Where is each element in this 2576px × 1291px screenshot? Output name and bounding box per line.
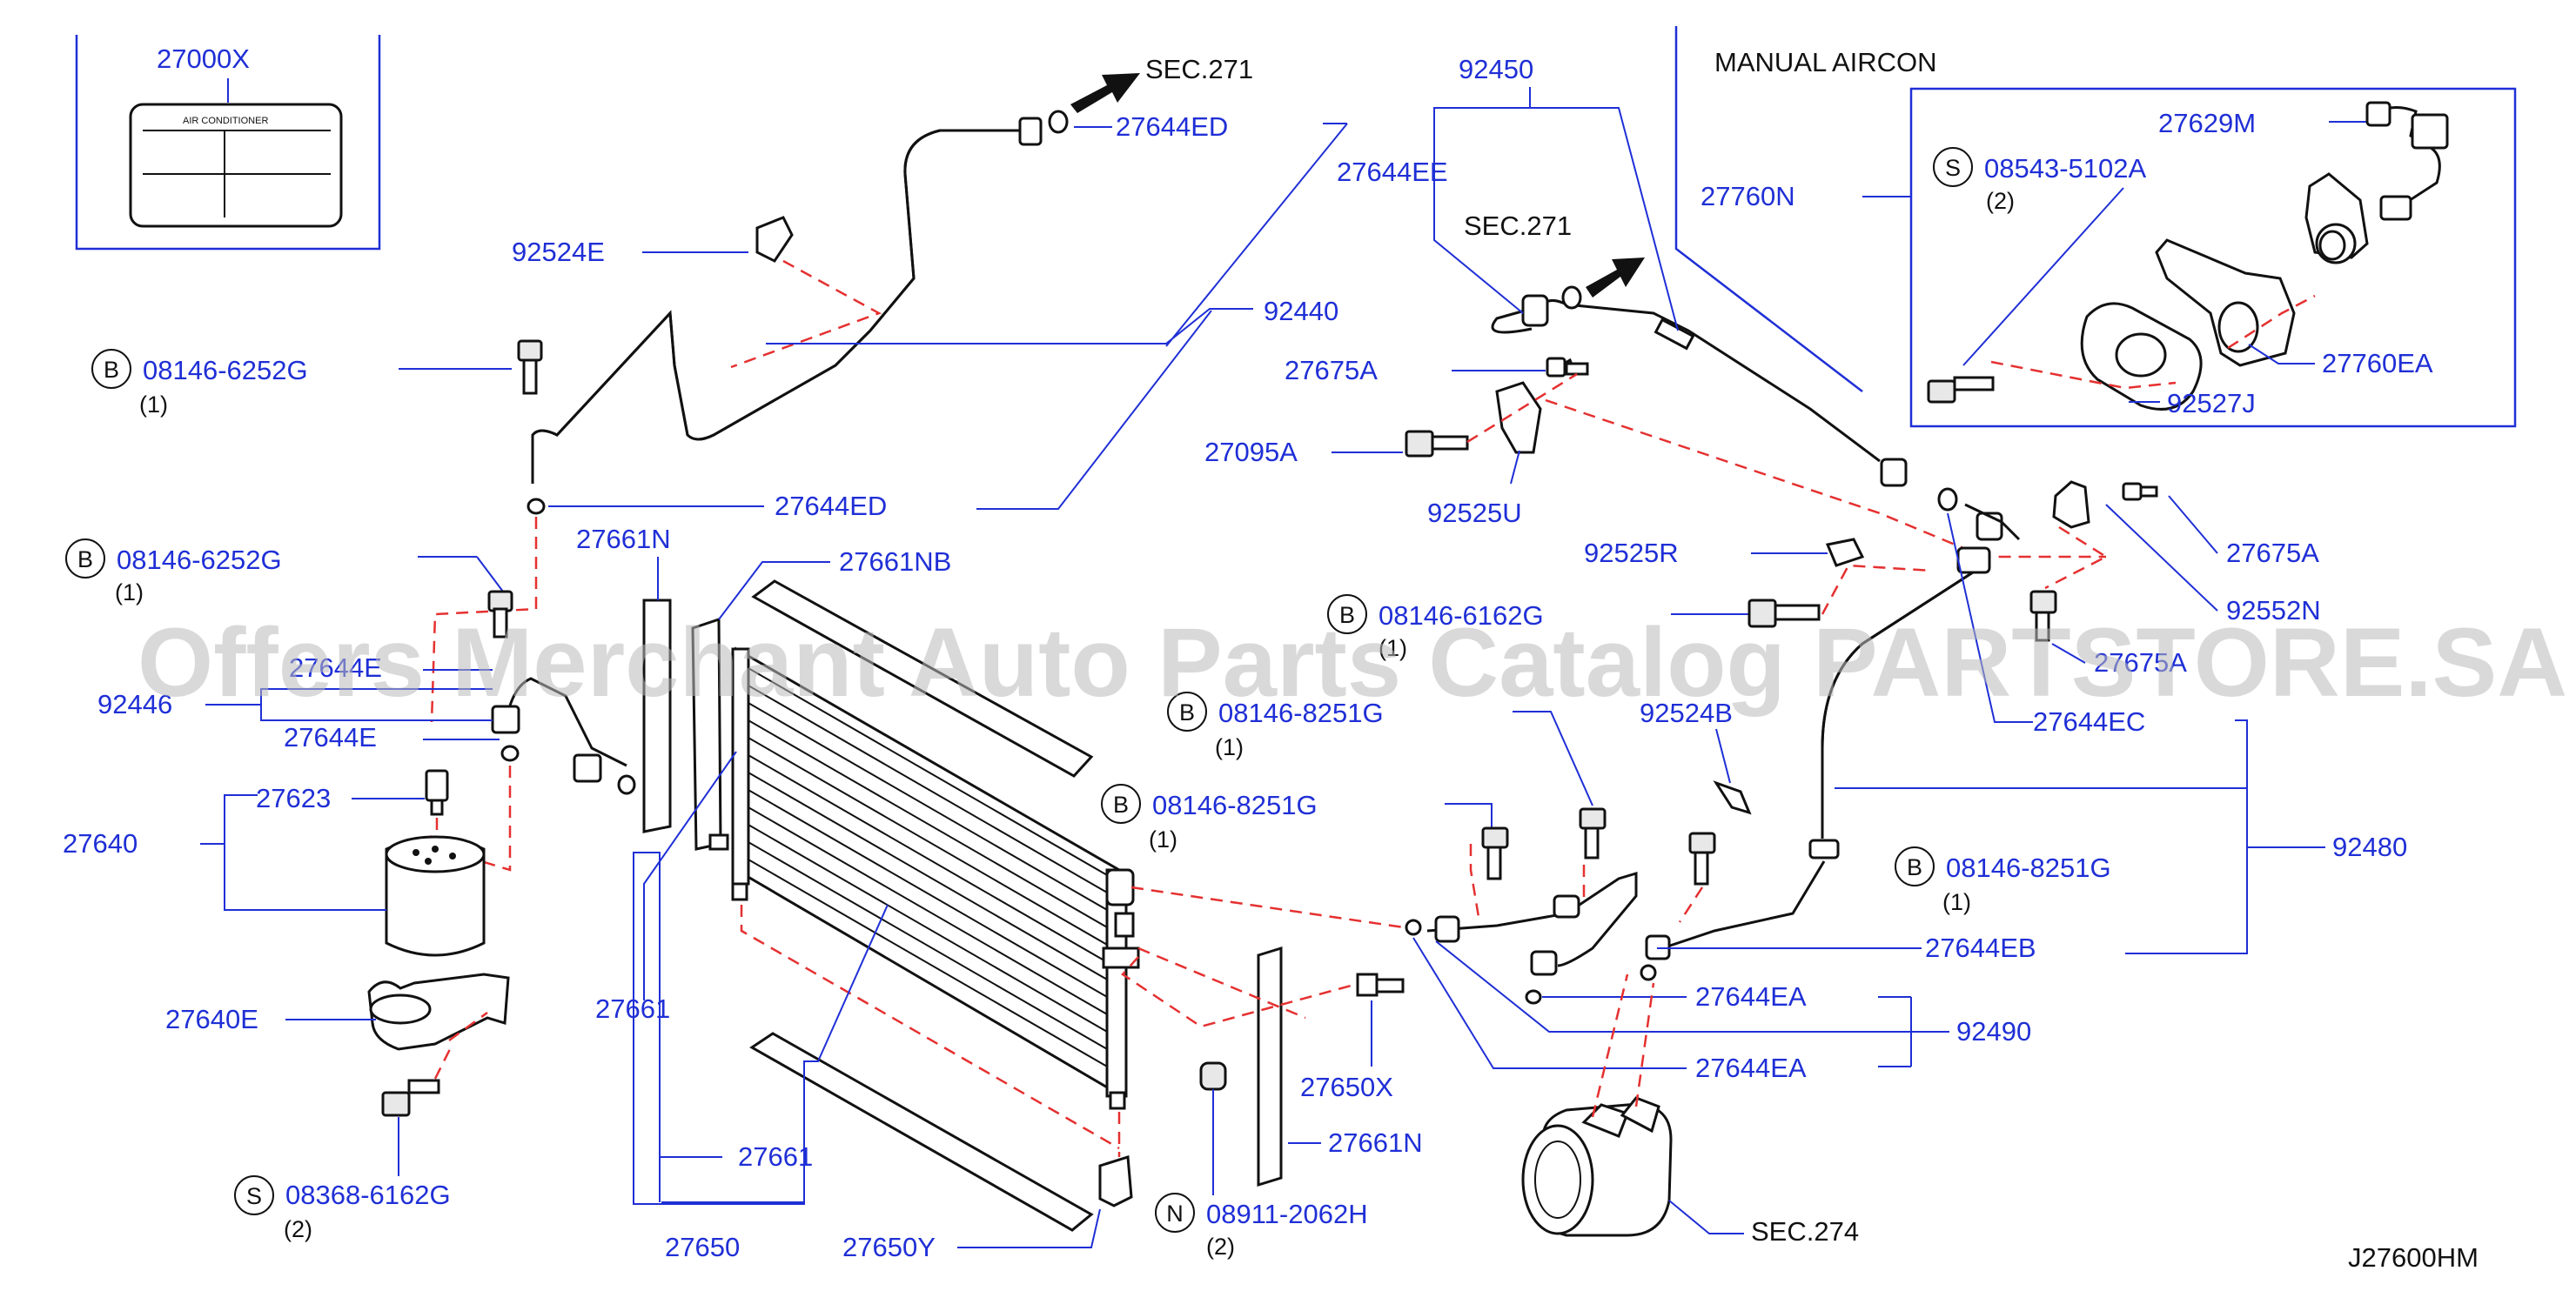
inset-27000x: 27000X AIR CONDITIONER (75, 35, 381, 251)
manual-aircon-title[interactable]: MANUAL AIRCON (1714, 47, 1937, 77)
label-27095a[interactable]: 27095A (1204, 437, 1298, 467)
label-92524e[interactable]: 92524E (512, 237, 605, 267)
label-08146-8251g-a[interactable]: 08146-8251G (1218, 698, 1384, 728)
sec271-mid[interactable]: SEC.271 (1464, 211, 1572, 241)
callout-08146-6252g-a: B 08146-6252G (1) (91, 339, 543, 418)
label-27644ed-top[interactable]: 27644ED (1116, 111, 1228, 142)
label-92480[interactable]: 92480 (2332, 832, 2407, 862)
label-27661n-top[interactable]: 27661N (576, 524, 671, 554)
label-92446[interactable]: 92446 (97, 689, 172, 719)
label-92525r[interactable]: 92525R (1584, 538, 1679, 568)
label-27000x[interactable]: 27000X (157, 43, 250, 74)
sec274[interactable]: SEC.274 (1751, 1216, 1859, 1247)
sec271-top[interactable]: SEC.271 (1145, 54, 1253, 84)
decal-text: AIR CONDITIONER (183, 116, 268, 126)
svg-text:B: B (1907, 854, 1922, 880)
bolt-08368-drawing (381, 1079, 440, 1117)
receiver-drier-drawing (385, 769, 486, 957)
label-27650x[interactable]: 27650X (1300, 1072, 1393, 1102)
arrow-sec271-top (1070, 73, 1140, 113)
label-27661nb[interactable]: 27661NB (839, 546, 951, 577)
label-92524b[interactable]: 92524B (1640, 698, 1733, 728)
label-27675a-b[interactable]: 27675A (2226, 538, 2319, 568)
label-08146-8251g-c[interactable]: 08146-8251G (1946, 853, 2111, 883)
label-08146-6162g[interactable]: 08146-6162G (1379, 600, 1544, 631)
label-27661n-bot[interactable]: 27661N (1328, 1127, 1423, 1158)
label-27644eb[interactable]: 27644EB (1925, 933, 2036, 963)
label-27644ee[interactable]: 27644EE (1337, 157, 1448, 187)
pipe-92490-drawing (1405, 807, 1638, 1005)
label-08368-6162g[interactable]: 08368-6162G (285, 1180, 451, 1210)
svg-text:(1): (1) (115, 579, 144, 605)
label-08146-6252g-a[interactable]: 08146-6252G (143, 355, 308, 385)
pipe-92446-drawing (491, 677, 636, 795)
callout-08911-2062h: N 08911-2062H (2) (1155, 1089, 1368, 1260)
svg-text:B: B (1179, 699, 1195, 726)
svg-text:(2): (2) (1986, 188, 2015, 214)
callout-08146-6162g: B 08146-6162G (1) (1327, 594, 1821, 661)
svg-text:S: S (1945, 155, 1961, 181)
svg-text:S: S (246, 1183, 262, 1209)
compressor-drawing (1521, 973, 1673, 1237)
svg-text:N: N (1166, 1201, 1184, 1227)
callout-08146-6252g-b: B 08146-6252G (1) (65, 538, 513, 639)
label-27644e-b[interactable]: 27644E (284, 722, 377, 753)
label-27644ea-a[interactable]: 27644EA (1695, 981, 1807, 1012)
label-92440[interactable]: 92440 (1264, 296, 1338, 326)
label-92527j[interactable]: 92527J (2167, 388, 2256, 418)
drier-bracket-drawing (367, 973, 510, 1051)
label-27644ea-b[interactable]: 27644EA (1695, 1053, 1807, 1083)
watermark-text: Offers Merchant Auto Parts Catalog PARTS… (138, 608, 2567, 717)
label-27650[interactable]: 27650 (665, 1232, 740, 1262)
svg-text:(1): (1) (1942, 889, 1971, 915)
label-27661-bot[interactable]: 27661 (738, 1141, 813, 1172)
svg-text:(1): (1) (1379, 635, 1407, 661)
svg-text:(2): (2) (1206, 1234, 1235, 1260)
label-27760n[interactable]: 27760N (1701, 181, 1795, 211)
label-08543-5102a[interactable]: 08543-5102A (1984, 153, 2146, 184)
ac-decal-drawing (129, 103, 343, 228)
condenser-drawing (642, 579, 1405, 1232)
label-92450[interactable]: 92450 (1459, 54, 1533, 84)
label-27760ea[interactable]: 27760EA (2322, 348, 2433, 378)
label-27644e-a[interactable]: 27644E (289, 652, 382, 683)
callout-08368-6162g: S 08368-6162G (2) (234, 1117, 451, 1242)
svg-text:B: B (77, 546, 93, 572)
callout-08146-8251g-c: B 08146-8251G (1) (1895, 846, 2111, 915)
diagram-code: J27600HM (2348, 1242, 2479, 1273)
label-92552n[interactable]: 92552N (2226, 595, 2321, 625)
arrow-sec271-mid (1586, 258, 1645, 298)
svg-text:(1): (1) (1149, 826, 1177, 853)
label-27623[interactable]: 27623 (256, 783, 331, 813)
callout-08146-8251g-b: B 08146-8251G (1) (1101, 784, 1493, 853)
label-08146-6252g-b[interactable]: 08146-6252G (117, 545, 282, 575)
bracket-92552n-drawing (2029, 480, 2158, 642)
svg-text:B: B (1339, 602, 1355, 628)
label-27675a-c[interactable]: 27675A (2094, 647, 2187, 678)
svg-text:B: B (1113, 792, 1129, 818)
label-27644ec[interactable]: 27644EC (2033, 706, 2145, 737)
label-08911-2062h[interactable]: 08911-2062H (1206, 1199, 1368, 1229)
svg-text:(1): (1) (139, 391, 168, 418)
manual-aircon-inset: MANUAL AIRCON 27760N 27629M S 08543-5102… (1674, 26, 2517, 428)
pipe-92440-drawing (531, 110, 1069, 484)
label-27629m[interactable]: 27629M (2158, 108, 2256, 138)
hose-92450-drawing (1405, 285, 1908, 487)
label-92490[interactable]: 92490 (1956, 1016, 2031, 1047)
label-27675a-a[interactable]: 27675A (1285, 355, 1378, 385)
svg-text:(2): (2) (284, 1216, 312, 1242)
svg-text:B: B (104, 357, 119, 383)
hose-92480-drawing (1640, 487, 2021, 981)
label-27640[interactable]: 27640 (63, 828, 138, 859)
callout-08146-8251g-a: B 08146-8251G (1) (1167, 692, 1593, 806)
label-08146-8251g-b[interactable]: 08146-8251G (1152, 790, 1318, 820)
label-27650y[interactable]: 27650Y (842, 1232, 936, 1262)
label-27644ed-mid[interactable]: 27644ED (775, 491, 887, 521)
label-92525u[interactable]: 92525U (1427, 498, 1522, 528)
svg-text:(1): (1) (1215, 734, 1244, 760)
label-27640e[interactable]: 27640E (165, 1004, 258, 1034)
